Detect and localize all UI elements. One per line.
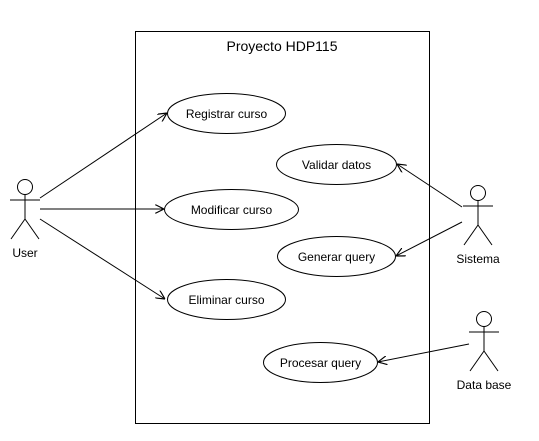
actor-sistema-label: Sistema: [456, 252, 500, 266]
system-title: Proyecto HDP115: [226, 38, 337, 54]
actor-user-head: [17, 179, 33, 195]
actor-database-head: [476, 311, 492, 327]
actor-sistema-head: [470, 185, 486, 201]
actor-database[interactable]: [469, 311, 499, 372]
use-case-registrar[interactable]: Registrar curso: [167, 93, 286, 134]
use-case-eliminar-label: Eliminar curso: [188, 293, 264, 307]
use-case-modificar-label: Modificar curso: [191, 203, 273, 217]
use-case-procesar[interactable]: Procesar query: [263, 342, 378, 383]
use-case-modificar[interactable]: Modificar curso: [164, 189, 299, 230]
assoc-user-eliminar: [39, 218, 165, 299]
assoc-user-registrar: [39, 113, 167, 199]
use-case-validar[interactable]: Validar datos: [276, 144, 397, 185]
assoc-sistema-generar: [396, 221, 463, 256]
use-case-procesar-label: Procesar query: [280, 356, 361, 370]
associations: [39, 113, 470, 362]
assoc-sistema-validar: [397, 164, 463, 208]
use-case-validar-label: Validar datos: [302, 158, 371, 172]
use-case-generar[interactable]: Generar query: [277, 236, 396, 277]
actor-database-label: Data base: [457, 378, 512, 392]
assoc-database-procesar: [378, 343, 470, 362]
use-case-generar-label: Generar query: [298, 250, 375, 264]
use-case-registrar-label: Registrar curso: [186, 107, 268, 121]
actor-user-label: User: [12, 246, 37, 260]
actor-user[interactable]: [10, 179, 40, 240]
actor-sistema[interactable]: [463, 185, 493, 246]
use-case-eliminar[interactable]: Eliminar curso: [167, 279, 286, 320]
